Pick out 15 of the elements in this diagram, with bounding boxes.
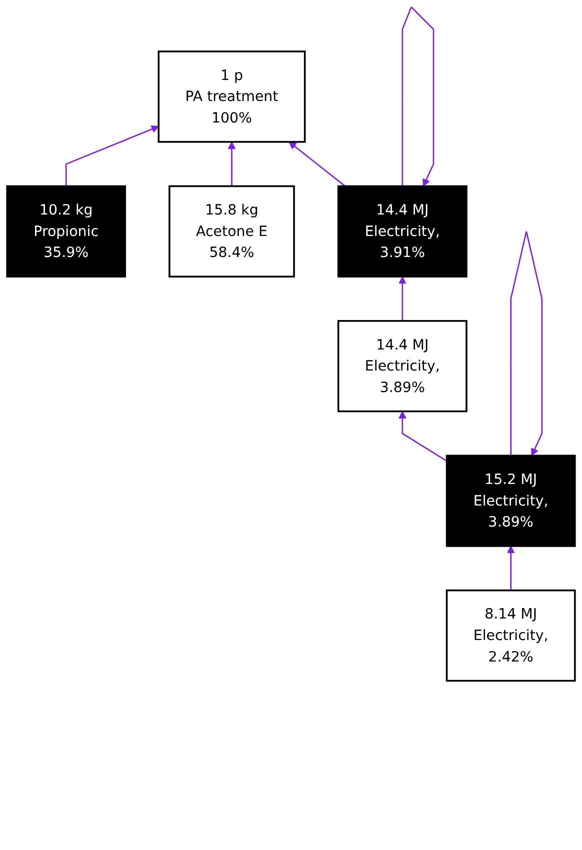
arrow — [506, 546, 515, 590]
arrow — [398, 276, 406, 321]
arrow — [402, 6, 434, 187]
node-box: 8.14 MJ Electricity, 2.42% — [446, 589, 576, 682]
node-box: 14.4 MJ Electricity, 3.89% — [337, 320, 468, 412]
arrow — [398, 410, 448, 462]
arrow — [65, 125, 159, 186]
node-box: 15.2 MJ Electricity, 3.89% — [446, 454, 576, 547]
node-box: 15.8 kg Acetone E 58.4% — [168, 185, 295, 278]
node-box: 10.2 kg Propionic 35.9% — [6, 185, 126, 278]
node-box: 14.4 MJ Electricity, 3.91% — [337, 185, 468, 278]
arrow — [288, 142, 346, 187]
arrow — [510, 231, 543, 456]
node-box: 1 p PA treatment 100% — [158, 50, 306, 143]
arrow — [228, 142, 236, 186]
